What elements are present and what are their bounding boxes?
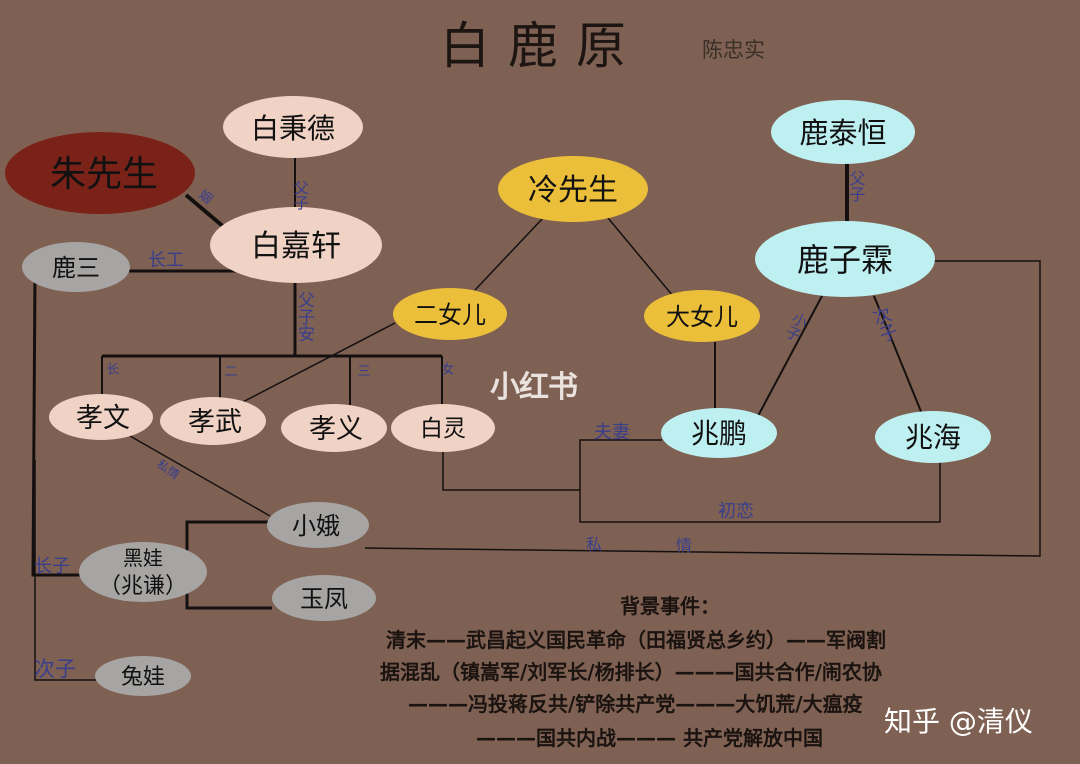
label-san: 三 bbox=[355, 364, 371, 377]
line-couple-firstlove bbox=[579, 439, 941, 523]
node-xiaowu bbox=[160, 397, 266, 445]
person-nodes: 朱先生 白秉德 白嘉轩 鹿三 冷先生 二女儿 大女儿 鹿泰恒 鹿子霖 孝文 孝武… bbox=[5, 96, 991, 696]
label-chulian: 初恋 bbox=[718, 500, 754, 522]
node-bai-jiaxuan-label: 白嘉轩 bbox=[251, 229, 341, 264]
line-bailing-lover bbox=[442, 450, 580, 491]
label-chang: 长 bbox=[104, 362, 120, 375]
node-xiaowen bbox=[49, 394, 153, 440]
node-bailing-label: 白灵 bbox=[420, 416, 466, 442]
node-yufeng bbox=[272, 575, 376, 621]
node-zhaohai bbox=[875, 411, 991, 463]
line-zilin-xiaoe bbox=[364, 260, 1041, 557]
node-xiao-e-label: 小娥 bbox=[292, 512, 340, 540]
label-zhangzi: 长子 bbox=[34, 556, 70, 577]
node-lu-san-label: 鹿三 bbox=[52, 254, 100, 282]
label-cizi-l: 次子 bbox=[34, 657, 76, 681]
node-bai-jiaxuan bbox=[210, 207, 382, 283]
node-da-nver-label: 大女儿 bbox=[666, 303, 738, 331]
node-zhaopeng-label: 兆鹏 bbox=[691, 417, 747, 450]
label-fuqi: 夫妻 bbox=[594, 422, 630, 443]
node-heiwa-label-2: （兆谦） bbox=[99, 574, 187, 599]
node-xiao-e bbox=[267, 502, 369, 548]
node-er-nver-label: 二女儿 bbox=[414, 301, 486, 329]
node-lu-san bbox=[22, 242, 130, 292]
node-da-nver bbox=[644, 290, 760, 342]
node-lu-taiheng-label: 鹿泰恒 bbox=[799, 116, 886, 150]
node-er-nver bbox=[393, 288, 507, 340]
line-lusan-tuwa bbox=[34, 460, 96, 681]
background-title: 背景事件： bbox=[620, 594, 720, 618]
node-leng bbox=[498, 156, 648, 222]
node-lu-zilin-label: 鹿子霖 bbox=[797, 241, 893, 279]
author: 陈忠实 bbox=[702, 38, 765, 62]
background-line-3: ———冯投蒋反共/铲除共产党———大饥荒/大瘟疫 bbox=[408, 692, 863, 716]
node-bai-bingde-label: 白秉德 bbox=[251, 112, 335, 145]
label-si: 私 bbox=[586, 535, 602, 554]
node-lu-taiheng bbox=[771, 100, 915, 164]
relation-lines bbox=[31, 158, 1041, 681]
label-fuzi-1: 父子 bbox=[292, 180, 310, 210]
line-xiaowen-xiaoe bbox=[129, 435, 271, 517]
node-xiaoyi-label: 孝义 bbox=[309, 414, 363, 445]
node-yufeng-label: 玉凤 bbox=[300, 585, 348, 613]
xiaohongshu-watermark: 小红书 bbox=[490, 370, 578, 405]
node-xiaowen-label: 孝文 bbox=[76, 403, 130, 434]
label-cizi-r: 次子 bbox=[868, 304, 900, 345]
line-zilin-zhaohai bbox=[873, 295, 923, 415]
label-fuzi-an: 父子安 bbox=[294, 291, 315, 342]
node-zhu-label: 朱先生 bbox=[50, 154, 158, 195]
node-tuwa-label: 兔娃 bbox=[121, 665, 165, 690]
line-zhu-bai bbox=[184, 193, 227, 230]
node-xiaowu-label: 孝武 bbox=[188, 407, 242, 438]
node-bailing bbox=[391, 404, 495, 452]
label-qing: 情 bbox=[676, 536, 692, 555]
zhihu-watermark: 知乎 @清仪 bbox=[884, 705, 1033, 738]
background-line-1: 清末——武昌起义国民革命（田福贤总乡约）——军阀割 bbox=[386, 628, 886, 652]
background-line-2: 据混乱（镇嵩军/刘军长/杨排长）———国共合作/闹农协 bbox=[380, 660, 882, 684]
node-leng-label: 冷先生 bbox=[528, 173, 618, 208]
label-changgong: 长工 bbox=[148, 250, 184, 271]
node-heiwa-label-1: 黑娃 bbox=[123, 546, 163, 570]
node-zhu bbox=[5, 132, 195, 214]
label-qingyuan: 私情 bbox=[154, 457, 182, 482]
line-zilin-zhaopeng bbox=[757, 295, 823, 417]
node-xiaoyi bbox=[281, 404, 387, 452]
background-line-4: ———国共内战——— 共产党解放中国 bbox=[476, 726, 823, 750]
line-leng-danver bbox=[607, 217, 674, 297]
label-er: 二 bbox=[222, 364, 238, 377]
title: 白鹿原 bbox=[440, 17, 644, 75]
node-lu-zilin bbox=[755, 221, 935, 297]
line-ernver-xiaowu bbox=[236, 322, 396, 406]
line-leng-ernver bbox=[474, 217, 544, 291]
node-bai-bingde bbox=[223, 96, 363, 158]
node-zhaohai-label: 兆海 bbox=[905, 421, 961, 454]
label-fuzi-2: 父子 bbox=[847, 170, 866, 202]
node-heiwa bbox=[79, 542, 207, 602]
line-lusan-heiwa bbox=[31, 274, 80, 577]
node-tuwa bbox=[95, 656, 191, 696]
node-zhaopeng bbox=[661, 408, 777, 458]
label-nv: 女 bbox=[439, 361, 455, 375]
